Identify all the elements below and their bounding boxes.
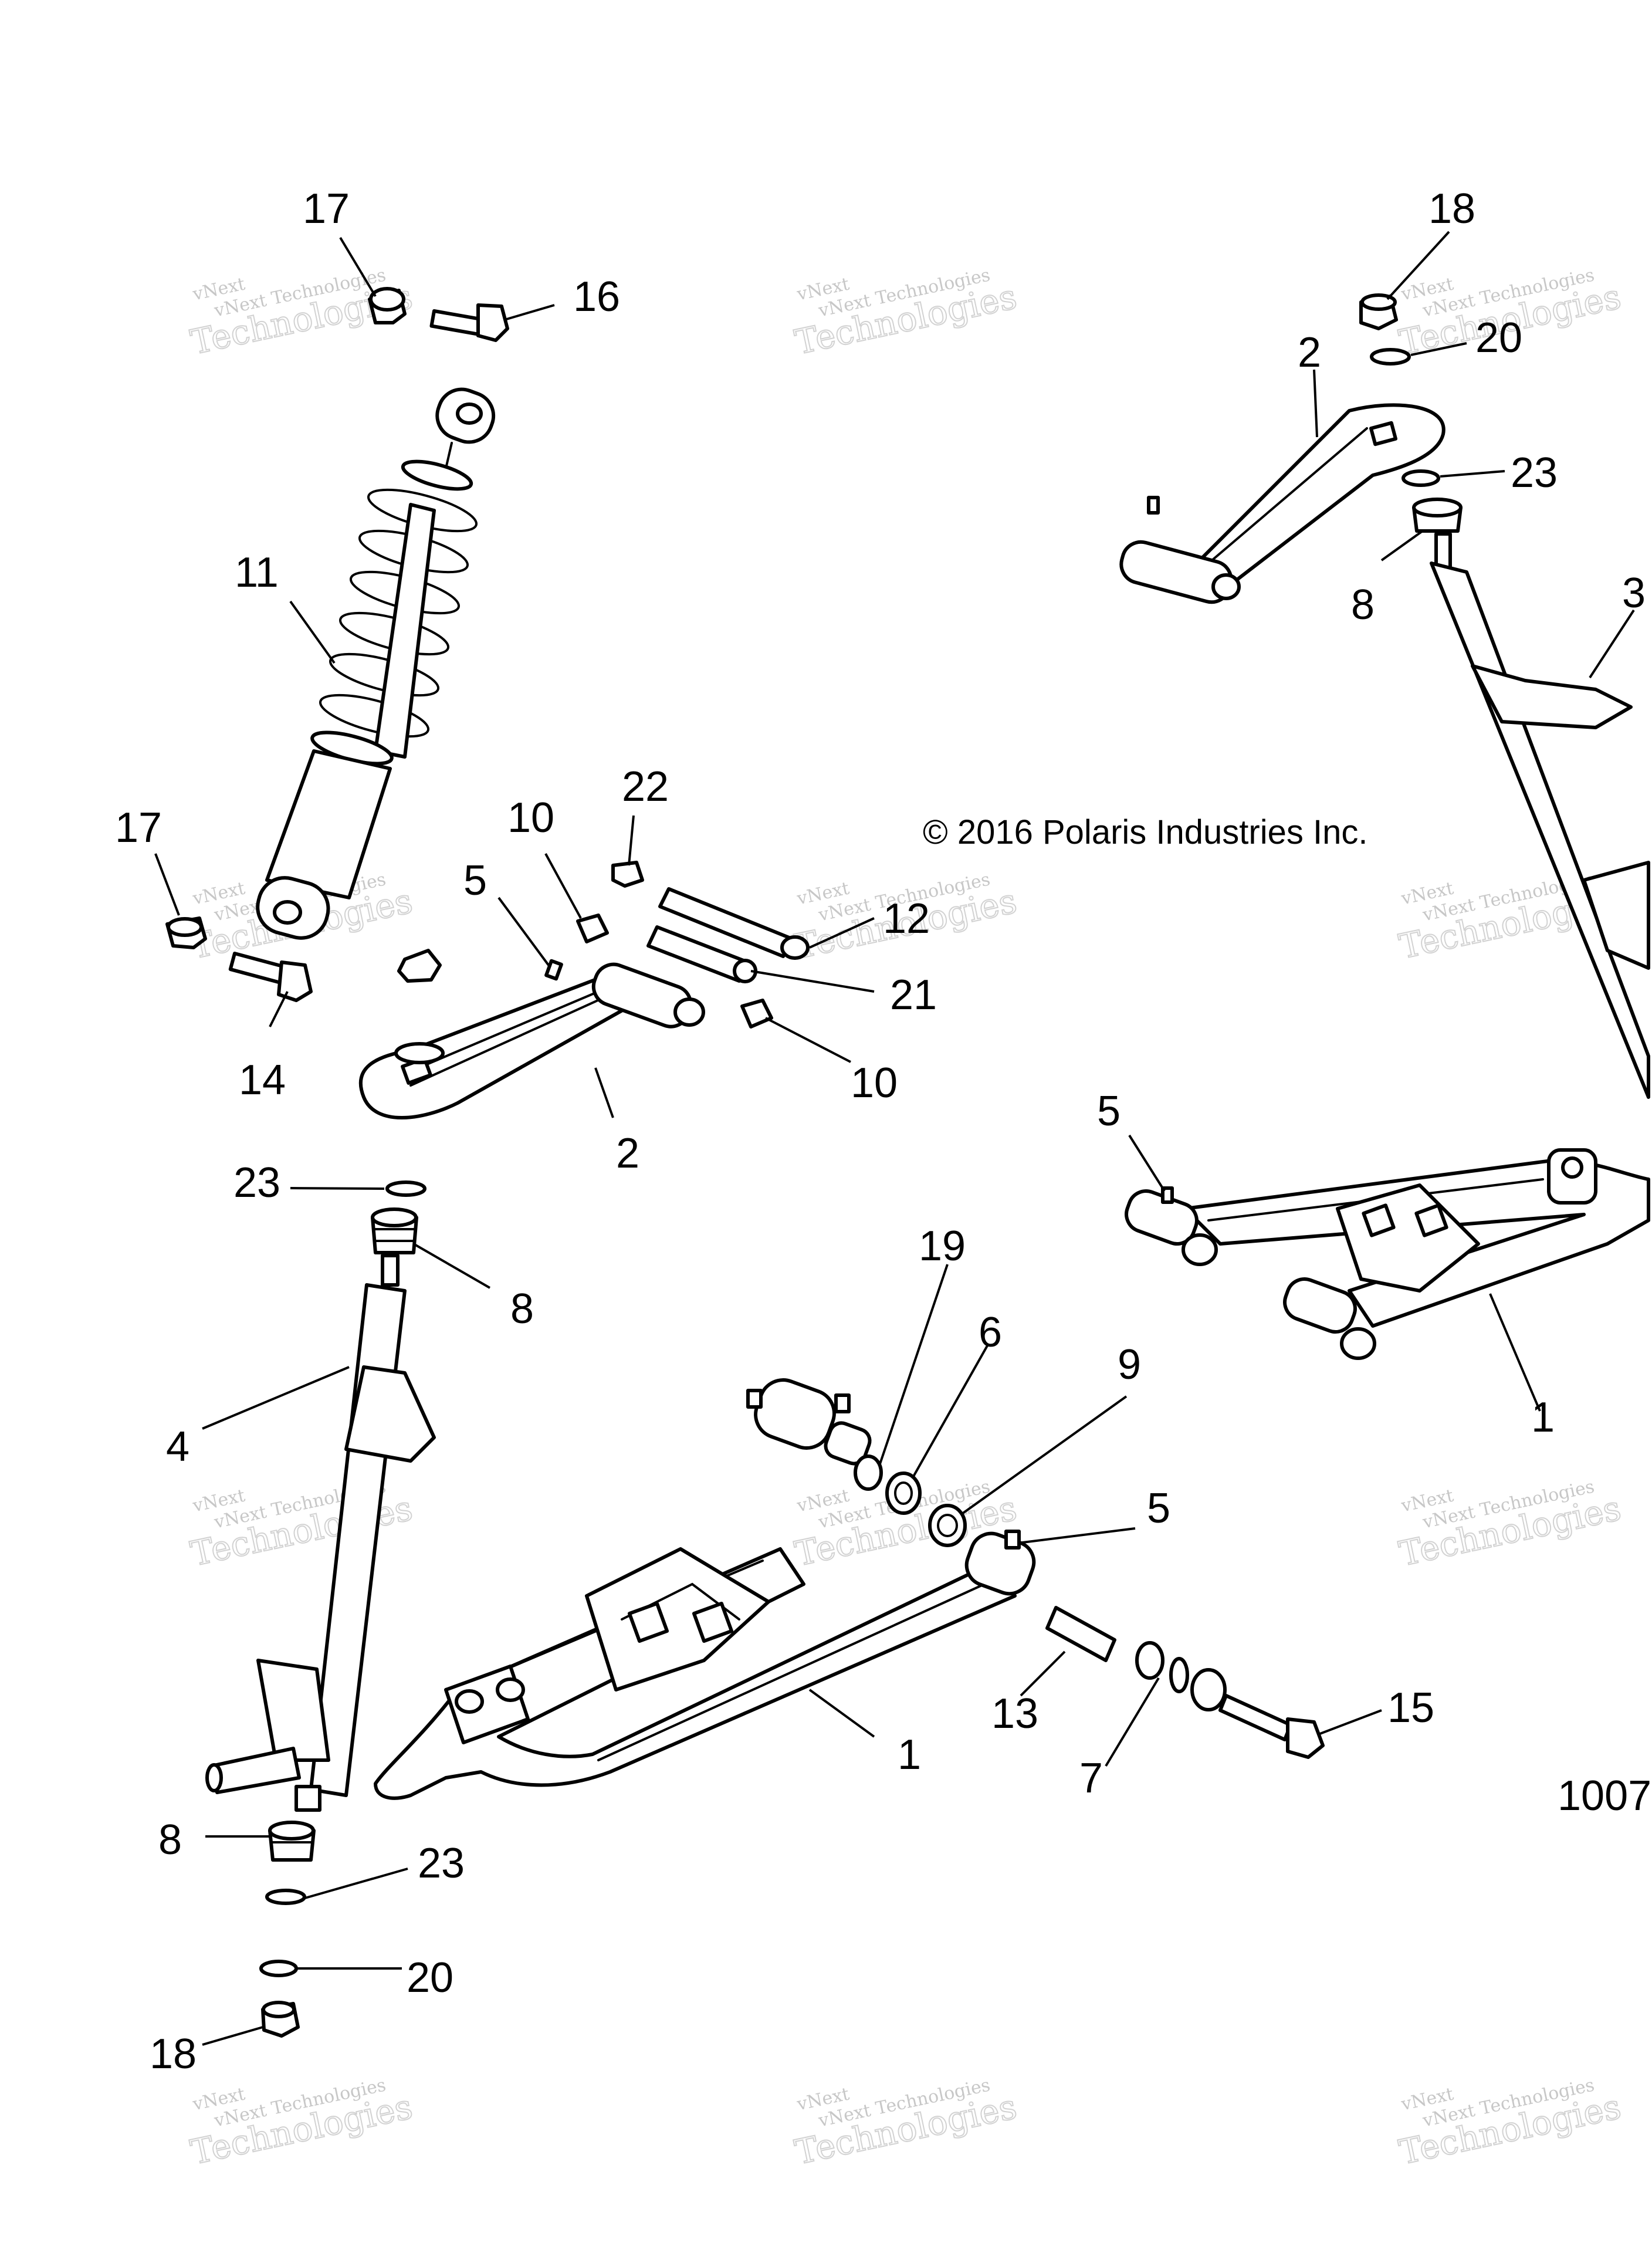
callout-label: 16 (573, 273, 620, 320)
callout-label: 23 (233, 1159, 280, 1206)
watermark: vNext vNext Technologies Technologies (187, 2075, 417, 2173)
callout-label: 20 (407, 1954, 453, 2001)
bolt-14 (228, 952, 313, 1002)
washer-20-upper (1370, 348, 1411, 366)
callout-label: 5 (463, 857, 487, 904)
lower-a-arm-1 (374, 1378, 1036, 1800)
watermark: vNext vNext Technologies Technologies (1395, 1476, 1625, 1574)
callout-label: 21 (890, 972, 937, 1019)
washer-7 (1135, 1641, 1227, 1711)
spacer-9 (928, 1504, 967, 1547)
callout-label: 23 (1511, 449, 1558, 496)
bushing-10b (740, 999, 773, 1029)
grease-fitting-5c-upper (1147, 496, 1160, 515)
drawing-number: 10078 (1558, 1772, 1652, 1819)
nut-upper-arm (394, 949, 445, 1064)
boot-8-upper (371, 1207, 418, 1254)
callout-labels: 17 16 11 17 14 5 10 22 12 21 10 2 23 8 4… (115, 185, 1646, 2078)
callout-label: 12 (883, 895, 930, 942)
spindle-4 (205, 1254, 436, 1812)
upper-a-arm-2-right (1119, 403, 1446, 604)
nut-18-lower (261, 2001, 300, 2038)
callout-label: 13 (991, 1690, 1038, 1737)
callout-label: 19 (919, 1223, 966, 1270)
bushing-10a (576, 914, 609, 943)
shock-absorber-11 (256, 387, 496, 940)
leader-lines (154, 231, 1635, 2046)
boot-8-right (1412, 498, 1463, 533)
bolt-15 (1218, 1694, 1325, 1759)
bolt-16 (429, 303, 509, 342)
nut-18-upper (1359, 293, 1398, 330)
callout-label: 4 (166, 1423, 189, 1470)
callout-label: 1 (898, 1731, 921, 1778)
callout-label: 7 (1079, 1755, 1103, 1802)
lower-a-arm-1-right (1125, 1148, 1650, 1360)
callout-label: 22 (622, 763, 669, 810)
upper-a-arm-2 (358, 962, 705, 1119)
callout-label: 6 (979, 1309, 1002, 1356)
callout-label: 17 (115, 804, 162, 851)
callout-label: 5 (1147, 1485, 1170, 1532)
watermark: vNext vNext Technologies Technologies (1395, 2075, 1625, 2173)
watermark: vNext vNext Technologies Technologies (791, 2075, 1021, 2173)
spindle-3 (1430, 532, 1650, 1099)
seal-19 (854, 1454, 883, 1491)
callout-label: 10 (507, 794, 554, 841)
nut-17-upper (368, 287, 407, 324)
callout-label: 14 (239, 1057, 286, 1104)
washer-20-lower (259, 1960, 298, 1977)
callout-label: 23 (418, 1840, 465, 1887)
sleeve-13 (1045, 1606, 1116, 1662)
bearing-6 (885, 1471, 922, 1515)
grease-fitting-5c (1161, 1186, 1174, 1204)
callout-label: 2 (1298, 329, 1321, 376)
callout-label: 8 (510, 1286, 534, 1332)
callout-label: 10 (851, 1060, 898, 1107)
washer-23-right (1402, 469, 1440, 487)
sleeve-12 (658, 887, 810, 960)
grease-fitting-5a (544, 959, 563, 981)
callout-label: 11 (235, 549, 279, 596)
callout-label: 5 (1097, 1088, 1120, 1135)
callout-label: 18 (1428, 185, 1475, 232)
callout-label: 15 (1387, 1684, 1434, 1731)
nut-17-lower (165, 916, 207, 949)
callout-label: 9 (1118, 1341, 1141, 1388)
callout-label: 18 (150, 2031, 197, 2078)
watermark: vNext vNext Technologies Technologies (791, 265, 1021, 363)
washer-23-upper (385, 1180, 426, 1197)
callout-label: 20 (1475, 314, 1522, 361)
callout-label: 1 (1531, 1394, 1555, 1441)
callout-label: 17 (303, 185, 350, 232)
copyright-notice: © 2016 Polaris Industries Inc. (923, 813, 1367, 851)
callout-label: 3 (1622, 570, 1646, 617)
washer-23-lower (265, 1889, 306, 1905)
nut-22 (611, 861, 644, 888)
callout-label: 8 (158, 1816, 182, 1863)
callout-label: 8 (1351, 581, 1375, 628)
boot-8-lower (268, 1821, 316, 1862)
callout-label: 2 (616, 1130, 639, 1177)
